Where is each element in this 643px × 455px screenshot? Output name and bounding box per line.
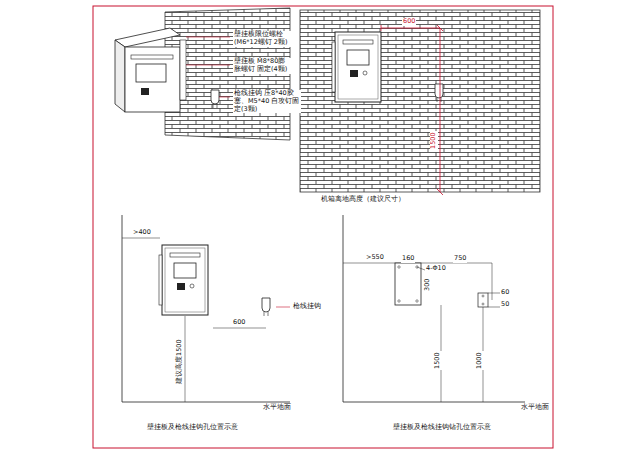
dimension: 1000 <box>476 351 484 370</box>
caption: 机箱离地高度（建议尺寸） <box>320 196 406 204</box>
callout-text: 壁挂板限位螺栓 (M6*12螺钉 2颗) <box>233 31 299 47</box>
dimension: >400 <box>132 229 152 237</box>
callout-text: 枪线挂钩 压8*40胶塞、M5*40 自攻钉固定(3颗) <box>233 90 301 113</box>
dimension: 300 <box>424 278 432 292</box>
caption: 壁挂板及枪线挂钩钻孔位置示意 <box>392 424 492 432</box>
dimension: 50 <box>500 301 510 309</box>
dimension: 60 <box>500 289 510 297</box>
callout-text: 壁挂板 M8*80膨胀螺钉 固定(4颗) <box>233 58 293 74</box>
dimension: 4-Φ10 <box>425 265 447 273</box>
dimension: 建议高度1500 <box>176 338 184 385</box>
dimension: 600 <box>232 319 246 327</box>
caption: 壁挂板及枪线挂钩孔位置示意 <box>146 424 239 432</box>
dimension: 1500 <box>430 131 438 150</box>
callout-text: 枪线挂钩 <box>292 303 322 311</box>
dimension: 160 <box>401 255 415 263</box>
ground-label: 水平地面 <box>520 404 550 412</box>
dimension: 600 <box>402 18 416 26</box>
dimension: 750 <box>453 255 467 263</box>
dimension: >550 <box>365 254 385 262</box>
ground-label: 水平地面 <box>262 404 292 412</box>
dimension: 1500 <box>434 351 442 370</box>
